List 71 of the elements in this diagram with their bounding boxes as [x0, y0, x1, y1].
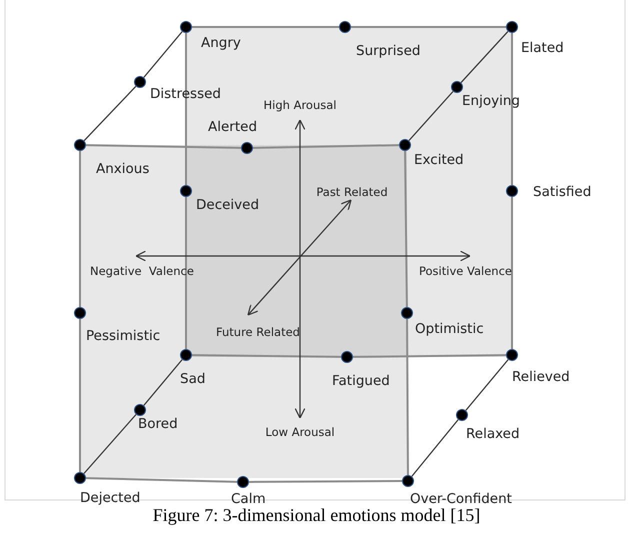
- emotion-dot: [506, 349, 518, 361]
- emotion-label: Distressed: [150, 85, 221, 103]
- cube-edge-diagonal: [460, 31, 508, 83]
- cube-edge: [185, 33, 187, 185]
- emotion-label: Pessimistic: [86, 327, 160, 345]
- cube-edge: [79, 319, 81, 472]
- cube-edge: [352, 354, 506, 358]
- axis-label: Low Arousal: [265, 425, 335, 439]
- emotion-label: Optimistic: [415, 320, 484, 338]
- cube-edge-diagonal: [84, 414, 136, 474]
- emotion-label: Deceived: [196, 196, 260, 214]
- cube-edge-diagonal: [411, 419, 459, 477]
- cube-edge: [252, 144, 400, 149]
- emotion-label: Excited: [414, 151, 464, 169]
- emotion-dot: [401, 307, 413, 319]
- emotion-dot: [134, 404, 146, 416]
- cube-edge: [86, 144, 242, 149]
- axis-label: High Arousal: [264, 98, 336, 112]
- cube-edge: [406, 319, 409, 475]
- emotion-label: Satisfied: [533, 183, 592, 201]
- emotion-dot: [456, 409, 468, 421]
- cube-edge: [511, 197, 513, 349]
- emotion-dot: [74, 139, 86, 151]
- cube-edge-diagonal: [143, 31, 183, 78]
- axis-label: Negative Valence: [90, 264, 194, 278]
- emotion-label: Calm: [231, 490, 266, 508]
- cube-edge: [185, 197, 187, 349]
- emotion-dot: [237, 476, 249, 488]
- figure-caption: Figure 7: 3-dimensional emotions model [15]: [152, 505, 482, 526]
- axis-label: Future Related: [216, 325, 300, 339]
- cube-edge: [351, 26, 506, 28]
- axis-label: Positive Valence: [419, 264, 512, 278]
- emotion-label: Bored: [138, 415, 178, 433]
- emotion-dot: [241, 142, 253, 154]
- cube-edge: [249, 480, 402, 483]
- emotion-label: Sad: [180, 370, 206, 388]
- cube-edge-diagonal: [408, 91, 454, 141]
- emotion-dot: [451, 81, 463, 93]
- cube-edge-diagonal: [143, 359, 183, 406]
- emotion-label: Alerted: [208, 118, 258, 136]
- emotion-dot: [339, 21, 351, 33]
- emotion-label: Fatigued: [332, 372, 390, 390]
- cube-edge-diagonal: [465, 359, 509, 411]
- cube-edge-diagonal: [84, 86, 136, 142]
- emotion-dot: [180, 21, 192, 33]
- emotion-dot: [506, 185, 518, 197]
- cube-edge: [192, 26, 339, 28]
- axis-label: Past Related: [316, 185, 388, 199]
- emotion-label: Elated: [521, 39, 564, 57]
- emotion-dot: [74, 472, 86, 484]
- emotion-dot: [341, 351, 353, 363]
- cube-edge: [79, 151, 81, 307]
- cube-edge: [404, 150, 408, 308]
- cube-edge: [86, 477, 238, 483]
- emotion-label: Relaxed: [466, 425, 520, 443]
- emotion-dot: [74, 307, 86, 319]
- emotion-label: Enjoying: [462, 92, 520, 110]
- emotion-label: Angry: [201, 34, 241, 52]
- emotion-dot: [180, 185, 192, 197]
- emotion-label: Surprised: [356, 42, 420, 60]
- emotion-label: Relieved: [512, 368, 570, 386]
- cube-edge: [511, 33, 513, 185]
- emotion-dot: [399, 139, 411, 151]
- emotion-label: Anxious: [96, 160, 150, 178]
- emotion-dot: [402, 475, 414, 487]
- emotion-dot: [506, 21, 518, 33]
- emotion-dot: [134, 76, 146, 88]
- cube-edge: [192, 354, 342, 358]
- emotion-label: Dejected: [80, 489, 140, 507]
- emotion-label: Over-Confident: [410, 490, 512, 508]
- emotion-dot: [180, 349, 192, 361]
